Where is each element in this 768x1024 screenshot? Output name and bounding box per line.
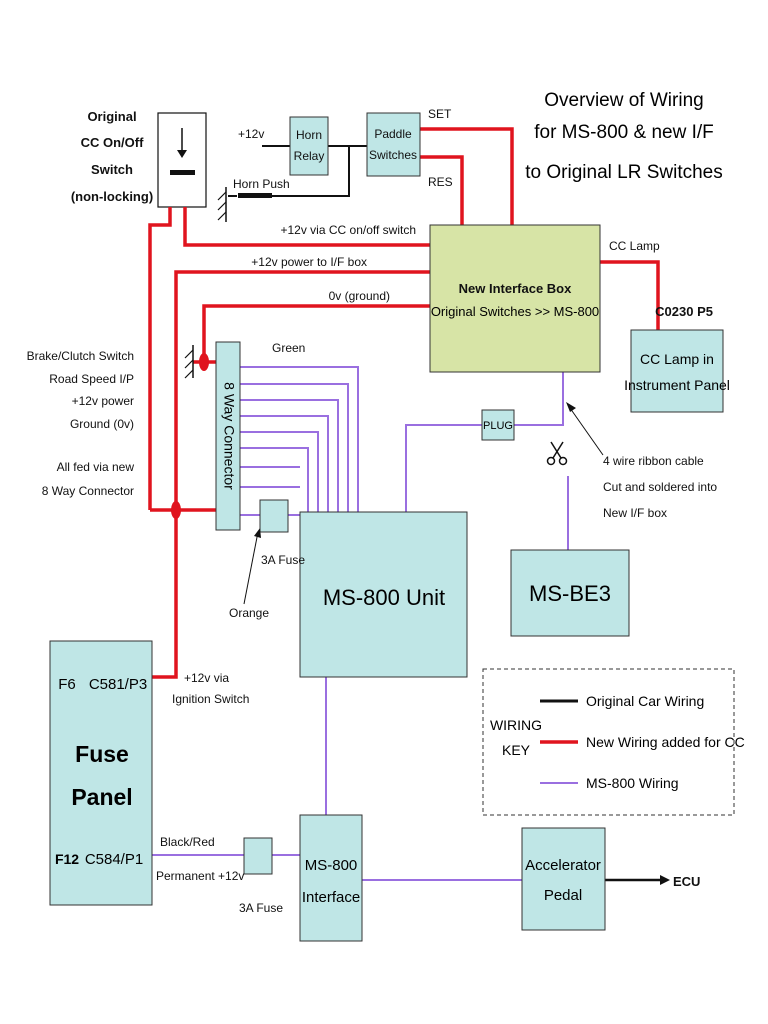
arrow-up-icon [254,528,261,538]
fuse-panel: F6 C581/P3 Fuse Panel F12 C584/P1 [49,640,153,906]
ms800-interface-label-1: MS-800 [305,857,358,874]
label-input-2: Road Speed I/P [49,372,134,386]
diagram-title: Overview of Wiring for MS-800 & new I/F … [525,90,722,183]
label-fuse-bottom: 3A Fuse [239,901,283,915]
label-horn-push: Horn Push [233,177,290,191]
key-title-1: WIRING [490,717,542,733]
cc-switch [157,112,207,208]
accel-label-1: Accelerator [525,857,601,874]
splice-ground [199,353,209,371]
label-green: Green [272,341,305,355]
label-ribbon-2: Cut and soldered into [603,480,717,494]
label-ignition-2: Ignition Switch [172,692,249,706]
arrow-right-icon [660,875,670,885]
label-ecu: ECU [673,874,700,889]
cc-switch-label-3: Switch [91,162,133,177]
label-permanent: Permanent +12v [156,869,244,883]
label-black-red: Black/Red [160,835,215,849]
ms800-interface-label-2: Interface [302,889,360,906]
label-c0230: C0230 P5 [655,304,713,319]
connector-label: 8 Way Connector [221,382,237,490]
fuse-panel-title-2: Panel [71,784,132,810]
cc-switch-label-2: CC On/Off [81,135,144,150]
msbe3-box: MS-BE3 [510,549,630,637]
label-fuse-top: 3A Fuse [261,553,305,567]
accelerator-pedal: Accelerator Pedal [521,827,606,931]
label-input-3: +12v power [72,394,134,408]
new-interface-box: New Interface Box Original Switches >> M… [429,224,601,373]
label-fed-via-1: All fed via new [57,460,135,474]
lamp-box-label-1: CC Lamp in [640,351,714,367]
label-ribbon-1: 4 wire ribbon cable [603,454,704,468]
key-ms800: MS-800 Wiring [586,775,679,791]
cc-switch-label: Original CC On/Off Switch (non-locking) [71,109,153,204]
msbe3-label: MS-BE3 [529,581,611,606]
title-line-2: for MS-800 & new I/F [534,122,714,143]
arrow-up-left-icon [566,402,576,412]
horn-relay: Horn Relay [289,116,329,176]
paddle-label-1: Paddle [374,127,412,141]
title-line-1: Overview of Wiring [544,90,703,111]
lamp-box-label-2: Instrument Panel [624,377,730,393]
cc-lamp-box: CC Lamp in Instrument Panel [624,329,730,413]
horn-relay-label-1: Horn [296,128,322,142]
fuse-c581: C581/P3 [89,676,147,693]
cc-switch-label-4: (non-locking) [71,189,153,204]
title-line-3: to Original LR Switches [525,162,722,183]
cc-switch-label-1: Original [87,109,136,124]
label-power-if: +12v power to I/F box [251,255,367,269]
key-new: New Wiring added for CC [586,734,745,750]
eight-way-connector: 8 Way Connector [215,341,241,531]
fuse-f12: F12 [55,851,79,867]
orange-pointer [243,531,259,605]
ms800-interface: MS-800 Interface [299,814,363,942]
label-ribbon-3: New I/F box [603,506,667,520]
accel-label-2: Pedal [544,887,582,904]
scissors-icon [546,441,568,466]
label-input-1: Brake/Clutch Switch [27,349,134,363]
paddle-switches: Paddle Switches [366,112,421,177]
label-res: RES [428,175,453,189]
label-fed-via-2: 8 Way Connector [42,484,134,498]
label-input-4: Ground (0v) [70,417,134,431]
fuse-3a-top [259,499,289,533]
label-set: SET [428,107,452,121]
ground-icon [184,345,194,379]
fuse-f6: F6 [58,676,76,693]
horn-push-switch [238,193,272,198]
plug-label: PLUG [483,420,513,432]
ms800-wiring [152,366,569,881]
new-wiring [148,127,660,679]
interface-box-title: New Interface Box [459,281,572,296]
splice-power [171,501,181,519]
ribbon-pointer [569,407,604,456]
wiring-key: WIRING KEY Original Car Wiring New Wirin… [482,668,745,816]
fuse-panel-title-1: Fuse [75,741,129,767]
label-cc-lamp: CC Lamp [609,239,660,253]
wire-labels: +12v Horn Push SET RES +12v via CC on/of… [27,107,718,915]
label-ignition-1: +12v via [184,671,229,685]
original-wiring [217,145,670,885]
horn-relay-label-2: Relay [294,149,325,163]
arrow-down-icon [177,150,187,158]
ms800-unit: MS-800 Unit [299,511,468,678]
fuse-3a-bottom [243,837,273,875]
label-ground: 0v (ground) [329,289,390,303]
fuse-c584: C584/P1 [85,851,143,868]
key-original: Original Car Wiring [586,693,704,709]
plug: PLUG [481,409,515,441]
label-plus12v: +12v [238,127,264,141]
label-orange: Orange [229,606,269,620]
ms800-unit-label: MS-800 Unit [323,585,445,610]
key-title-2: KEY [502,742,531,758]
paddle-label-2: Switches [369,148,417,162]
label-via-cc: +12v via CC on/off switch [280,223,416,237]
interface-box-subtitle: Original Switches >> MS-800 [431,304,599,319]
